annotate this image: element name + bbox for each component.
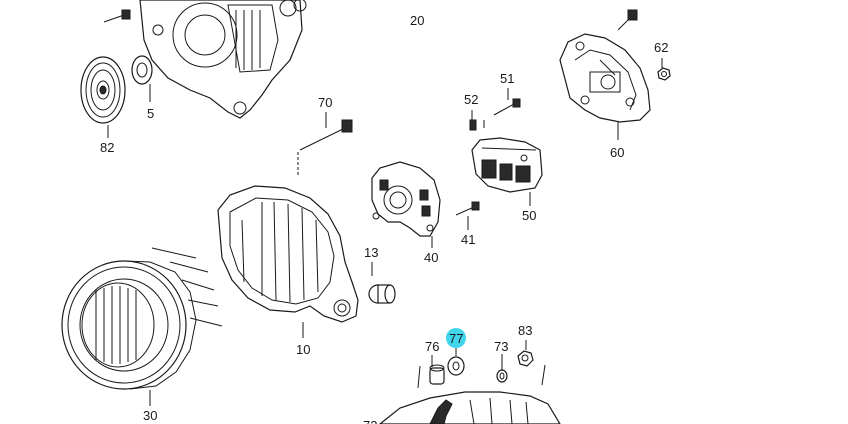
callout-70[interactable]: 70 bbox=[318, 95, 332, 110]
part-assembly-72[interactable] bbox=[379, 391, 561, 424]
bolt-top-left[interactable] bbox=[103, 9, 131, 23]
part-rectifier[interactable] bbox=[371, 161, 441, 237]
callout-50[interactable]: 50 bbox=[522, 208, 536, 223]
screw-51[interactable] bbox=[493, 98, 521, 116]
callout-20[interactable]: 20 bbox=[410, 13, 424, 28]
callout-labels: 20 62 5 82 51 52 70 60 50 41 13 40 10 77… bbox=[100, 13, 668, 424]
callout-51[interactable]: 51 bbox=[500, 71, 514, 86]
part-nut-62[interactable] bbox=[657, 67, 671, 81]
part-rear-cover[interactable] bbox=[559, 33, 651, 123]
callout-77-highlight[interactable]: 77 bbox=[446, 328, 466, 348]
callout-82[interactable]: 82 bbox=[100, 140, 114, 155]
bolt-top-right[interactable] bbox=[617, 9, 638, 31]
part-drive-end-housing[interactable] bbox=[139, 0, 307, 119]
callout-5[interactable]: 5 bbox=[147, 106, 154, 121]
part-bushing[interactable] bbox=[368, 284, 396, 304]
bolt-70[interactable] bbox=[299, 119, 353, 151]
callout-76[interactable]: 76 bbox=[425, 339, 439, 354]
part-pulley[interactable] bbox=[80, 56, 126, 124]
callout-73[interactable]: 73 bbox=[494, 339, 508, 354]
callout-77[interactable]: 77 bbox=[449, 331, 463, 346]
callout-13[interactable]: 13 bbox=[364, 245, 378, 260]
callout-83[interactable]: 83 bbox=[518, 323, 532, 338]
part-washer-73[interactable] bbox=[496, 369, 508, 383]
callout-72[interactable]: 72 bbox=[363, 418, 377, 424]
part-washer-77[interactable] bbox=[447, 356, 465, 376]
callout-40[interactable]: 40 bbox=[424, 250, 438, 265]
part-spacer-ring[interactable] bbox=[131, 55, 153, 85]
callout-10[interactable]: 10 bbox=[296, 342, 310, 357]
callout-62[interactable]: 62 bbox=[654, 40, 668, 55]
screw-52[interactable] bbox=[469, 119, 485, 131]
screw-41[interactable] bbox=[455, 201, 480, 216]
callout-60[interactable]: 60 bbox=[610, 145, 624, 160]
callout-41[interactable]: 41 bbox=[461, 232, 475, 247]
part-stator[interactable] bbox=[61, 247, 223, 390]
callout-52[interactable]: 52 bbox=[464, 92, 478, 107]
callout-30[interactable]: 30 bbox=[143, 408, 157, 423]
part-slip-ring-housing[interactable] bbox=[217, 185, 359, 323]
part-regulator[interactable] bbox=[471, 137, 543, 193]
part-sleeve-76[interactable] bbox=[429, 364, 445, 385]
part-nut-83[interactable] bbox=[517, 350, 534, 367]
